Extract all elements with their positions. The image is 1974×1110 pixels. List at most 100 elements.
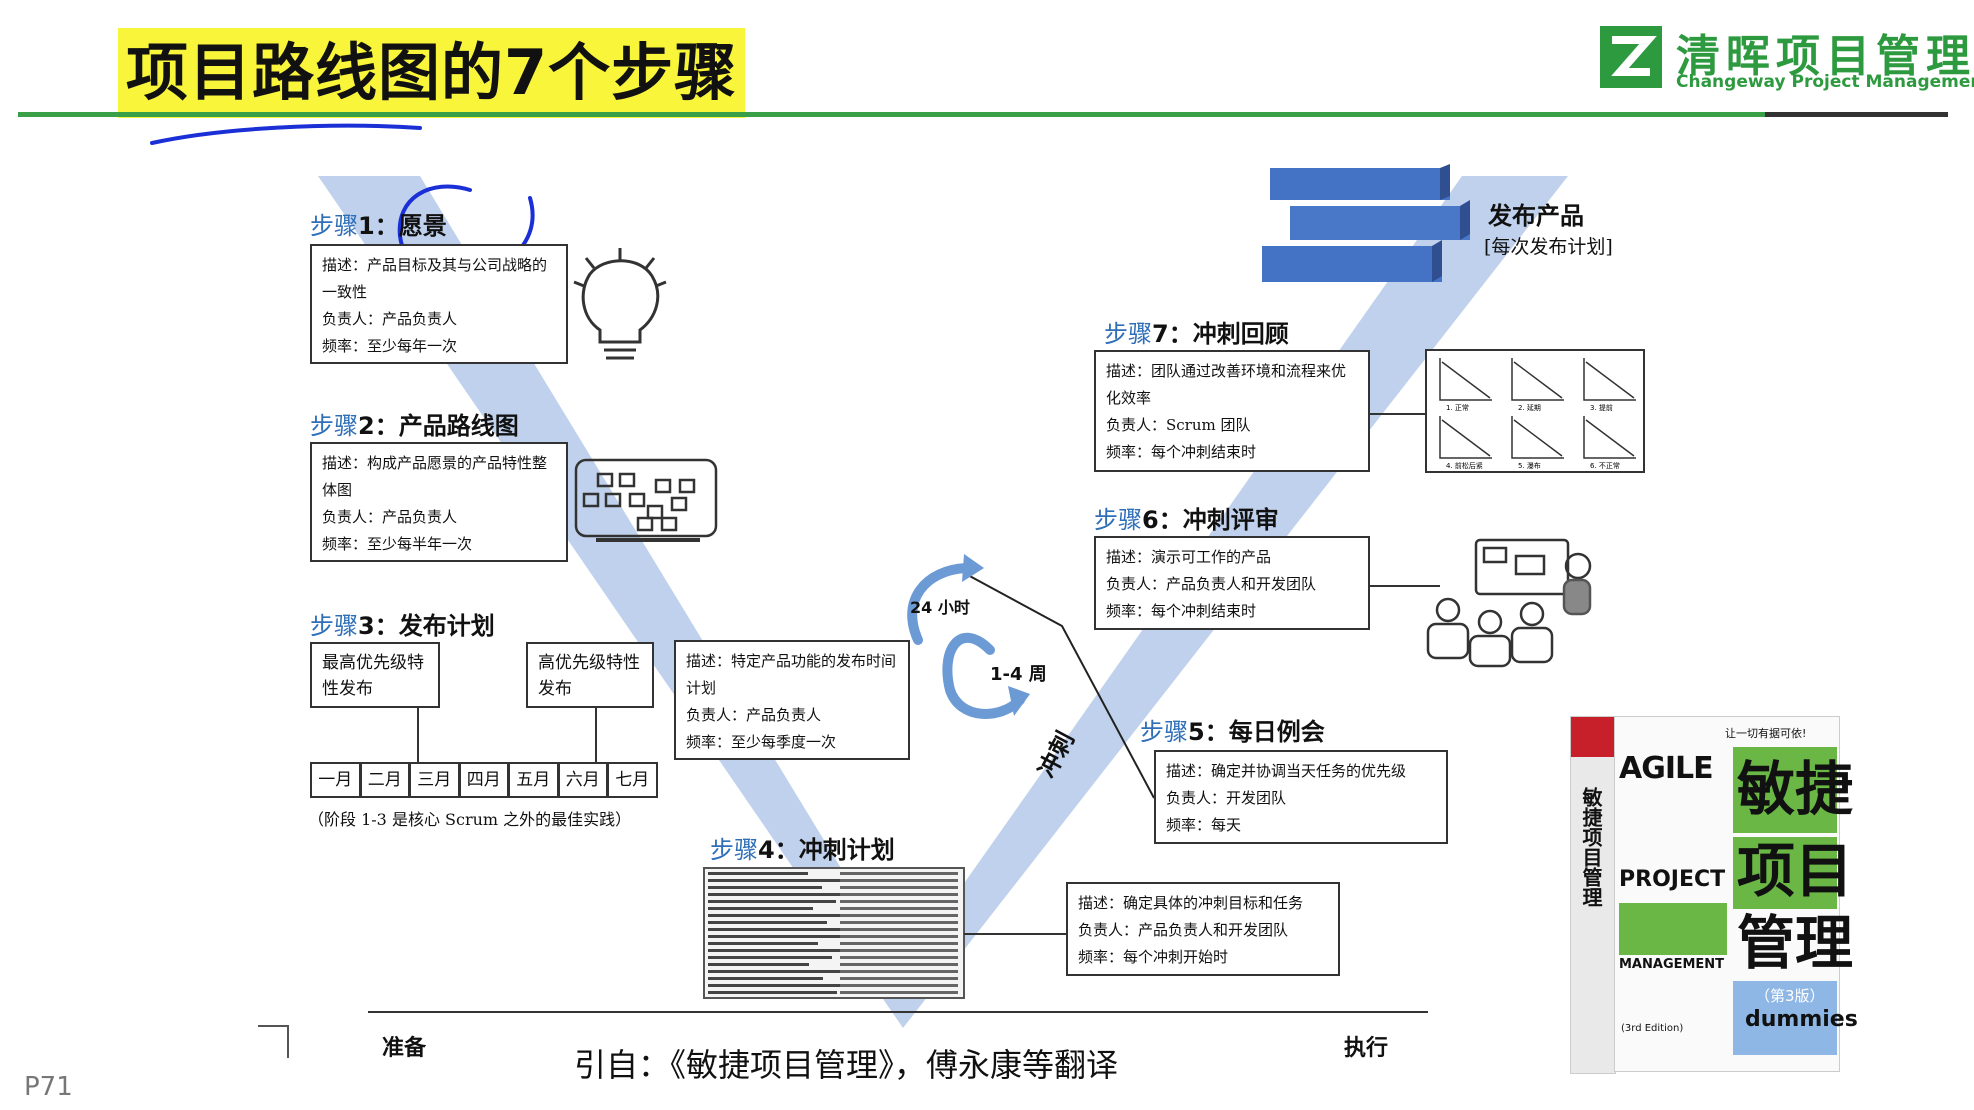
step7-box: 描述：团队通过改善环境和流程来优化效率 负责人：Scrum 团队 频率：每个冲刺…: [1094, 350, 1370, 472]
sprint-backlog-table: [703, 867, 965, 999]
step2-box: 描述：构成产品愿景的产品特性整体图 负责人：产品负责人 频率：至少每半年一次: [310, 442, 568, 562]
step4-title: 步骤4：冲刺计划: [710, 836, 895, 864]
month-cell: 一月: [310, 762, 361, 798]
sheet-row: [708, 935, 841, 938]
burndown-label: 4. 前松后紧: [1446, 461, 1483, 470]
sheet-row: [708, 984, 860, 987]
month-cell: 七月: [607, 762, 658, 798]
release-connectors: [417, 708, 597, 762]
burndown-axes: [1511, 416, 1564, 459]
sheet-row: [708, 949, 855, 952]
book-project: PROJECT: [1619, 867, 1726, 892]
sheet-row-cells: [840, 935, 958, 938]
sheet-row: [708, 914, 850, 917]
release-product-title: 发布产品: [1488, 202, 1584, 230]
sheet-row: [708, 879, 845, 882]
cycle-arrowhead-2: [1008, 686, 1030, 716]
sheet-row: [708, 900, 836, 903]
sheet-row: [708, 977, 823, 980]
top-priority-release: 最高优先级特性发布: [310, 642, 440, 708]
roadmap-board-icon: [574, 458, 718, 542]
sheet-row: [708, 907, 813, 910]
burndown-axes: [1583, 358, 1636, 401]
book-cn1: 敏捷: [1737, 755, 1854, 823]
month-cell: 三月: [409, 762, 460, 798]
burndown-label: 1. 正常: [1446, 403, 1469, 412]
step1-box: 描述：产品目标及其与公司战略的一致性 负责人：产品负责人 频率：至少每年一次: [310, 244, 568, 364]
cycle-weeks-label: 1-4 周: [990, 664, 1047, 685]
sheet-row: [708, 921, 827, 924]
sheet-row-cells: [840, 907, 958, 910]
sheet-row-cells: [840, 914, 958, 917]
sheet-row-cells: [840, 991, 958, 994]
step5-title: 步骤5：每日例会: [1140, 718, 1325, 746]
step7-title: 步骤7：冲刺回顾: [1104, 320, 1289, 348]
burndown-line: [1441, 361, 1491, 399]
book-management: MANAGEMENT: [1619, 957, 1725, 972]
book-cover: 敏捷项目管理 让一切有据可依! AGILE 敏捷 PROJECT 项目 MANA…: [1570, 716, 1858, 1074]
burndown-line: [1585, 361, 1635, 399]
sheet-row-cells: [840, 928, 958, 931]
sheet-row: [708, 942, 818, 945]
sheet-row-cells: [840, 949, 958, 952]
sheet-row: [708, 893, 859, 896]
sheet-row: [708, 970, 846, 973]
book-spine-text: 敏捷项目管理: [1579, 787, 1603, 907]
sheet-row: [708, 886, 822, 889]
book-dummies: dummies: [1745, 1007, 1858, 1032]
cycle-arrows-icon: [907, 563, 1025, 719]
burndown-line: [1441, 419, 1491, 457]
sheet-row: [708, 928, 864, 931]
sheet-row-cells: [840, 977, 958, 980]
burndown-axes: [1511, 358, 1564, 401]
month-cell: 四月: [458, 762, 509, 798]
step3-title: 步骤3：发布计划: [310, 612, 495, 640]
cycle-day-label: 24 小时: [910, 598, 970, 617]
book-cn3: 管理: [1737, 909, 1854, 977]
book-agile: AGILE: [1619, 751, 1714, 786]
step1-title: 步骤1：愿景: [310, 212, 447, 240]
logo-text-cn: 清晖项目管理: [1676, 31, 1974, 82]
step3-box: 描述：特定产品功能的发布时间计划 负责人：产品负责人 频率：至少每季度一次: [674, 640, 910, 760]
burndown-line: [1513, 419, 1563, 457]
burndown-label: 2. 延期: [1518, 403, 1541, 412]
logo-mark-icon: [1600, 26, 1662, 88]
sheet-row-cells: [840, 879, 958, 882]
logo-text-en: Changeway Project Management: [1676, 72, 1974, 92]
sheet-row-cells: [840, 956, 958, 959]
sheet-row: [708, 963, 809, 966]
axis-label-execute: 执行: [1344, 1036, 1389, 1061]
page-title: 项目路线图的7个步骤: [126, 36, 738, 109]
book-front: 让一切有据可依! AGILE 敏捷 PROJECT 项目 MANAGEMENT …: [1614, 716, 1858, 1072]
step6-box: 描述：演示可工作的产品 负责人：产品负责人和开发团队 频率：每个冲刺结束时: [1094, 536, 1370, 630]
sheet-row-cells: [840, 963, 958, 966]
sheet-row-cells: [840, 886, 958, 889]
sheet-row-cells: [840, 921, 958, 924]
corner-mark: [258, 1025, 289, 1058]
burndown-line: [1585, 419, 1635, 457]
step6-title: 步骤6：冲刺评审: [1094, 506, 1279, 534]
pen-underline: [150, 123, 422, 145]
sheet-row: [708, 956, 832, 959]
cycle-arrowhead-1: [962, 554, 984, 582]
step5-box: 描述：确定并协调当天任务的优先级 负责人：开发团队 频率：每天: [1154, 750, 1448, 844]
sheet-row-cells: [840, 984, 958, 987]
sprint-line: [965, 573, 1155, 799]
release-note: （阶段 1-3 是核心 Scrum 之外的最佳实践）: [308, 810, 632, 829]
lightbulb-icon: [573, 248, 667, 360]
axis-label-prepare: 准备: [382, 1036, 427, 1061]
sheet-row-cells: [840, 900, 958, 903]
header-rule-accent: [1765, 112, 1948, 117]
book-spine: 敏捷项目管理: [1570, 716, 1616, 1074]
burndown-label: 3. 提前: [1590, 403, 1613, 412]
book-slogan: 让一切有据可依!: [1725, 727, 1807, 740]
header-rule: [18, 112, 1948, 117]
sheet-row-cells: [840, 872, 958, 875]
title-highlight: 项目路线图的7个步骤: [118, 28, 746, 118]
release-blocks-icon: [1262, 164, 1470, 282]
month-cell: 二月: [359, 762, 410, 798]
book-cn2: 项目: [1737, 837, 1854, 905]
sheet-row: [708, 872, 808, 875]
review-meeting-icon: [1426, 538, 1592, 668]
burndown-line: [1513, 361, 1563, 399]
